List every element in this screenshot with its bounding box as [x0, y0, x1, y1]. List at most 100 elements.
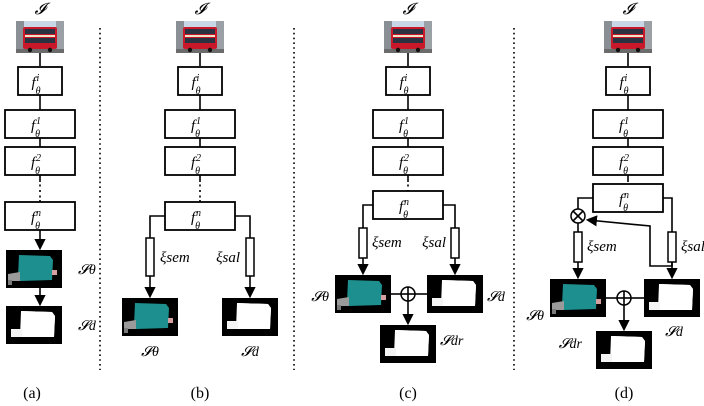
block-f-2: fθ2 — [592, 146, 664, 177]
xi-sal-box — [245, 237, 255, 277]
block-f-i-label: fθi — [399, 73, 408, 97]
block-f-i-label: fθi — [619, 73, 628, 97]
input-image — [604, 21, 652, 53]
branch-left — [577, 197, 593, 209]
block-f-2: fθ2 — [372, 146, 444, 177]
branch-left — [149, 215, 165, 238]
saliency-map — [6, 306, 62, 344]
semantic-map — [550, 279, 606, 317]
block-f-n-box — [592, 183, 664, 213]
semantic-map — [122, 298, 178, 336]
block-f-1-box — [4, 109, 76, 139]
saliency-map — [427, 275, 483, 313]
block-f-1-label: fθ1 — [619, 116, 629, 140]
s-d-label: 𝓢d — [241, 345, 260, 360]
block-f-2: fθ2 — [4, 146, 76, 177]
input-label: 𝓘 — [35, 1, 51, 18]
s-theta-label: 𝓢θ — [78, 263, 96, 278]
xi-sem-box — [145, 237, 155, 277]
xi-sem-label: ξsem — [160, 250, 190, 266]
caption-d: (d) — [615, 385, 634, 402]
block-f-1: fθ1 — [4, 109, 76, 140]
block-f-n: fθn — [592, 183, 664, 214]
xi-sal-label: ξsal — [681, 239, 704, 255]
xi-sem-box — [358, 227, 368, 259]
branch-left — [362, 204, 373, 228]
input-label: 𝓘 — [195, 1, 211, 18]
s-theta-label: 𝓢θ — [311, 290, 329, 305]
mult-operator-d2 — [572, 210, 584, 222]
s-dr-label: 𝓢dr — [440, 334, 464, 349]
saliency-map — [380, 325, 436, 363]
block-f-2: fθ2 — [164, 146, 236, 177]
block-f-1-label: fθ1 — [31, 116, 41, 140]
block-f-i-label: fθi — [191, 73, 200, 97]
block-f-n-label: fθn — [619, 190, 629, 214]
s-dr-label: 𝓢dr — [559, 337, 583, 352]
ellipsis: ⋮ — [192, 183, 208, 200]
block-f-2-label: fθ2 — [399, 153, 409, 177]
block-f-1: fθ1 — [592, 109, 664, 140]
caption-a: (a) — [23, 385, 41, 402]
block-f-i: fθi — [17, 66, 63, 97]
block-f-i-box — [385, 66, 431, 96]
block-f-1: fθ1 — [164, 109, 236, 140]
block-f-2-label: fθ2 — [619, 153, 629, 177]
semantic-map — [335, 275, 391, 313]
block-f-1-box — [164, 109, 236, 139]
block-f-n: fθn — [164, 201, 236, 232]
block-f-n-label: fθn — [399, 197, 409, 221]
block-f-n: fθn — [4, 201, 76, 232]
xi-sal-box — [667, 231, 677, 263]
s-d-label: 𝓢d — [487, 290, 506, 305]
block-f-1-label: fθ1 — [399, 116, 409, 140]
xi-sal-label: ξsal — [216, 250, 240, 266]
block-f-i: fθi — [385, 66, 431, 97]
block-f-2-label: fθ2 — [191, 153, 201, 177]
input-label: 𝓘 — [623, 1, 639, 18]
block-f-1: fθ1 — [372, 109, 444, 140]
block-f-n-box — [372, 190, 444, 220]
block-f-n-box — [4, 201, 76, 231]
branch-right — [663, 197, 673, 232]
input-image — [176, 21, 224, 53]
input-label: 𝓘 — [403, 1, 419, 18]
block-f-i-label: fθi — [31, 73, 40, 97]
saliency-map — [644, 279, 700, 317]
s-d-label: 𝓢d — [78, 319, 97, 334]
block-f-2-label: fθ2 — [31, 153, 41, 177]
block-f-1-label: fθ1 — [191, 116, 201, 140]
branch-right — [443, 204, 456, 228]
block-f-n-label: fθn — [191, 208, 201, 232]
xi-sem-box — [573, 231, 583, 263]
caption-c: (c) — [399, 385, 417, 402]
caption-b: (b) — [191, 385, 210, 402]
block-f-2-box — [4, 146, 76, 176]
saliency-map — [596, 331, 652, 369]
input-image — [384, 21, 432, 53]
block-f-n-box — [164, 201, 236, 231]
xi-sal-label: ξsal — [422, 235, 446, 251]
block-f-i: fθi — [605, 66, 651, 97]
block-f-i-box — [605, 66, 651, 96]
semantic-map — [6, 250, 62, 288]
s-theta-label: 𝓢θ — [526, 309, 544, 324]
xi-sem-label: ξsem — [372, 235, 402, 251]
s-d-label: 𝓢d — [665, 325, 684, 340]
saliency-map — [222, 298, 278, 336]
block-f-i: fθi — [177, 66, 223, 97]
block-f-n-label: fθn — [31, 208, 41, 232]
branch-right — [235, 215, 251, 238]
block-f-n: fθn — [372, 190, 444, 221]
block-f-2-box — [164, 146, 236, 176]
xi-sem-label: ξsem — [587, 239, 617, 255]
input-image — [16, 21, 64, 53]
block-f-1-box — [592, 109, 664, 139]
s-theta-label: 𝓢θ — [141, 345, 159, 360]
ellipsis: ⋮ — [32, 183, 48, 200]
